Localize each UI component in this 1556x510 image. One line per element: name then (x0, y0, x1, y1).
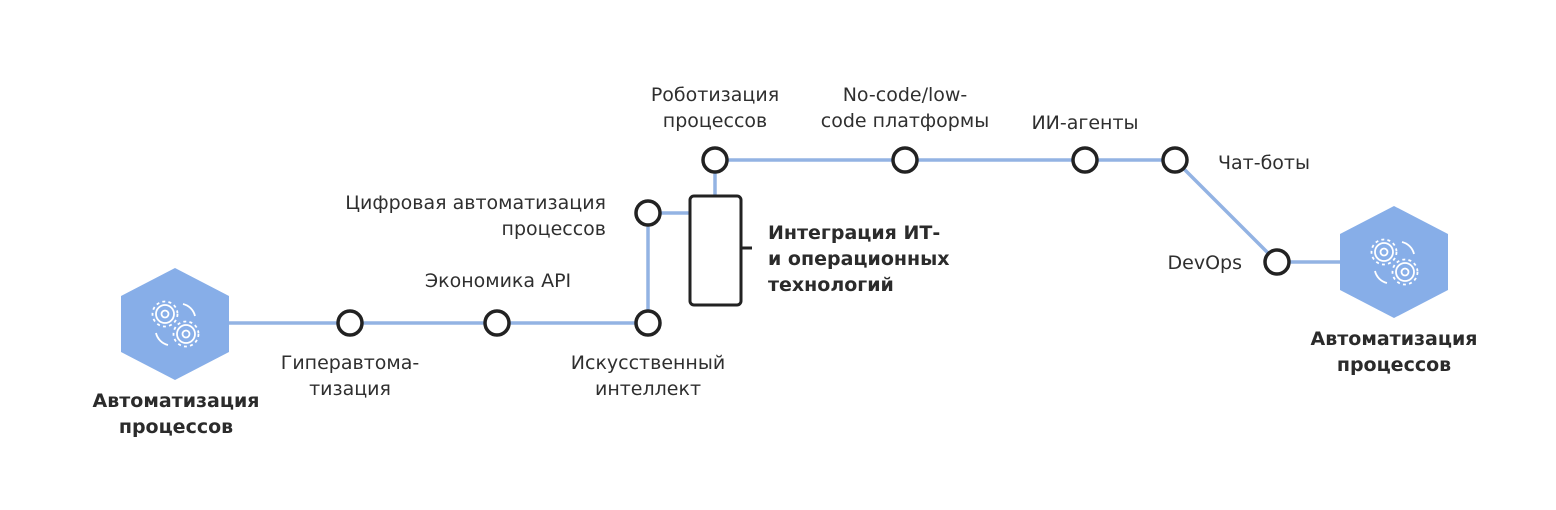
station-digital-process-automation (634, 199, 662, 227)
interchange-box (688, 194, 743, 307)
hub-left-hexagon (121, 268, 229, 380)
station-api-economy (483, 309, 511, 337)
label-api-economy: Экономика API (424, 270, 572, 292)
hub-right-hexagon (1340, 206, 1448, 318)
station-no-code (891, 146, 919, 174)
route-segment-upper (715, 158, 1360, 264)
hub-right (1340, 206, 1448, 318)
route-line (210, 158, 1360, 325)
station-ai-agents (1071, 146, 1099, 174)
station-ai (634, 309, 662, 337)
station-hyperautomation (336, 309, 364, 337)
stations (336, 146, 1291, 337)
station-devops (1263, 248, 1291, 276)
hub-left-label: Автоматизация процессов (92, 390, 260, 438)
label-hyperautomation: Гиперавтома- тизация (280, 352, 420, 400)
label-no-code: No-code/low- code платформы (820, 84, 990, 132)
station-chatbots (1161, 146, 1189, 174)
label-ai: Искусственный интеллект (570, 352, 726, 400)
label-chatbots: Чат-боты (1218, 152, 1311, 174)
label-digital-process-automation: Цифровая автоматизация процессов (345, 192, 606, 240)
label-rpa: Роботизация процессов (650, 84, 780, 132)
gears-icon (1370, 238, 1419, 286)
hub-right-label: Автоматизация процессов (1310, 328, 1478, 376)
gears-icon (151, 300, 200, 348)
label-devops: DevOps (1167, 252, 1242, 274)
label-ai-agents: ИИ-агенты (1031, 112, 1139, 134)
hub-left (121, 268, 229, 380)
interchange-label: Интеграция ИТ- и операционных технологий (768, 222, 950, 296)
station-rpa (701, 146, 729, 174)
route-segment-vertical (646, 211, 690, 323)
